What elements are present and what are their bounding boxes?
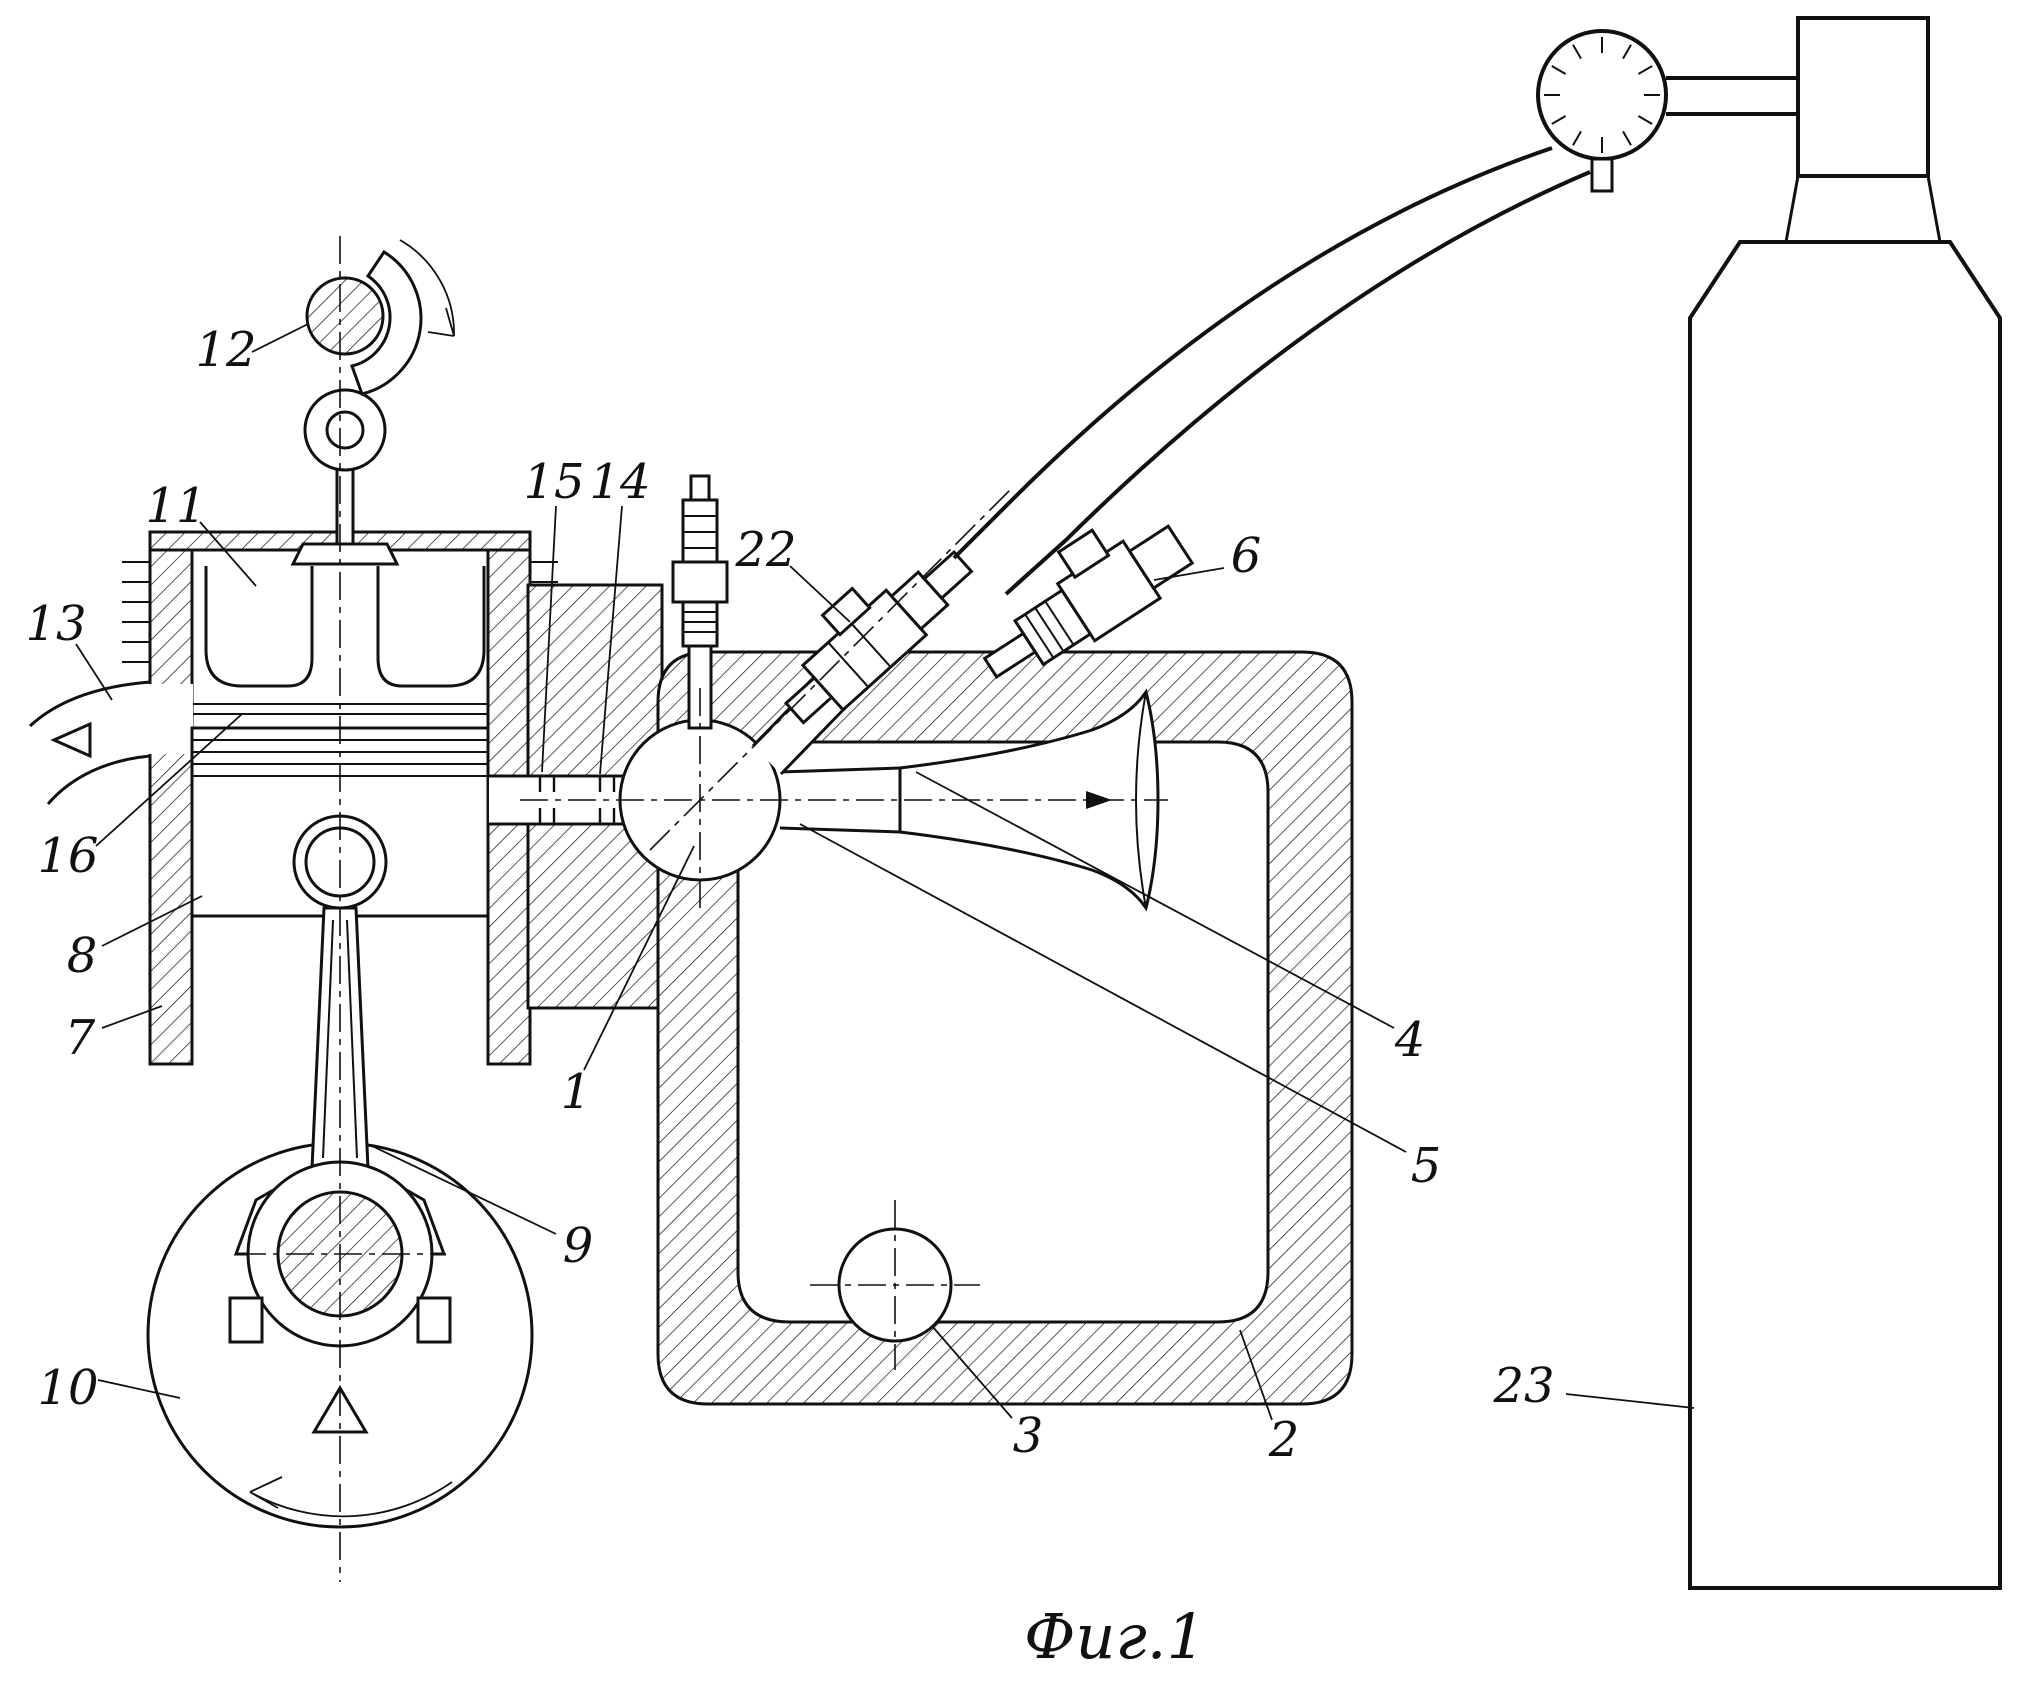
part-label-7: 7: [65, 1010, 96, 1066]
injector22-axis: [649, 489, 1011, 851]
gas-injector-22: [783, 549, 974, 725]
venturi-throat: [779, 766, 901, 834]
part-label-9: 9: [563, 1218, 594, 1274]
part-label-13: 13: [25, 596, 86, 652]
exhaust-duct: [28, 680, 151, 805]
part-label-11: 11: [145, 478, 206, 534]
gauge-pipe: [1666, 76, 1798, 116]
cylinder-wall-left: [148, 548, 194, 1066]
gauge-stem: [1590, 157, 1614, 193]
head-pocket-left: [204, 566, 314, 688]
spark-plug: [671, 474, 729, 730]
part-label-10: 10: [37, 1360, 98, 1416]
cam-circle: [305, 276, 385, 356]
supply-pipe: [952, 146, 1553, 560]
part-label-23: 23: [1492, 1358, 1554, 1414]
part-label-5: 5: [1411, 1138, 1442, 1194]
exhaust-flow-arrow: [50, 721, 92, 759]
gauge-ticks: [1544, 37, 1660, 153]
part-label-1: 1: [561, 1064, 592, 1120]
chamber-block: [489, 474, 1354, 1406]
cap-bolt-right: [416, 1296, 452, 1344]
part-label-22: 22: [734, 522, 796, 578]
part-label-8: 8: [67, 928, 98, 984]
valve-head: [290, 542, 400, 566]
injector6-connector: [1056, 528, 1111, 580]
cam-rotation-arrow: [399, 239, 455, 337]
engine-assembly: [28, 239, 558, 1529]
part-label-16: 16: [37, 828, 98, 884]
centerlines: [238, 236, 1168, 1582]
leader-lines: [75, 323, 1695, 1421]
part-label-15: 15: [523, 454, 584, 510]
fuel-injector-6: [982, 524, 1195, 680]
part-label-4: 4: [1394, 1012, 1426, 1068]
plug-terminal: [689, 474, 711, 502]
part-label-14: 14: [589, 454, 650, 510]
figure-caption: Фиг.1: [1024, 1600, 1206, 1673]
crank-rotation-arrow: [249, 1481, 453, 1518]
injector22-connector: [820, 586, 872, 637]
cam-follower: [350, 249, 423, 396]
head-pocket-right: [376, 566, 486, 688]
cap-bolt-left: [228, 1296, 264, 1344]
transfer-channel: [489, 774, 626, 826]
gas-cylinder-valve-cap: [1796, 16, 1930, 178]
flow-arrow: [1086, 791, 1112, 809]
part-labels: 12 11 13 16 8 7 10 9 1 15 14 22 6 4 5 3 …: [25, 322, 1554, 1468]
part-label-2: 2: [1268, 1412, 1300, 1468]
part-label-12: 12: [195, 322, 256, 378]
part-label-6: 6: [1231, 528, 1262, 584]
gas-cylinder-body: [1688, 240, 2002, 1590]
part-label-3: 3: [1013, 1408, 1044, 1464]
gas-supply: [952, 16, 2002, 1590]
